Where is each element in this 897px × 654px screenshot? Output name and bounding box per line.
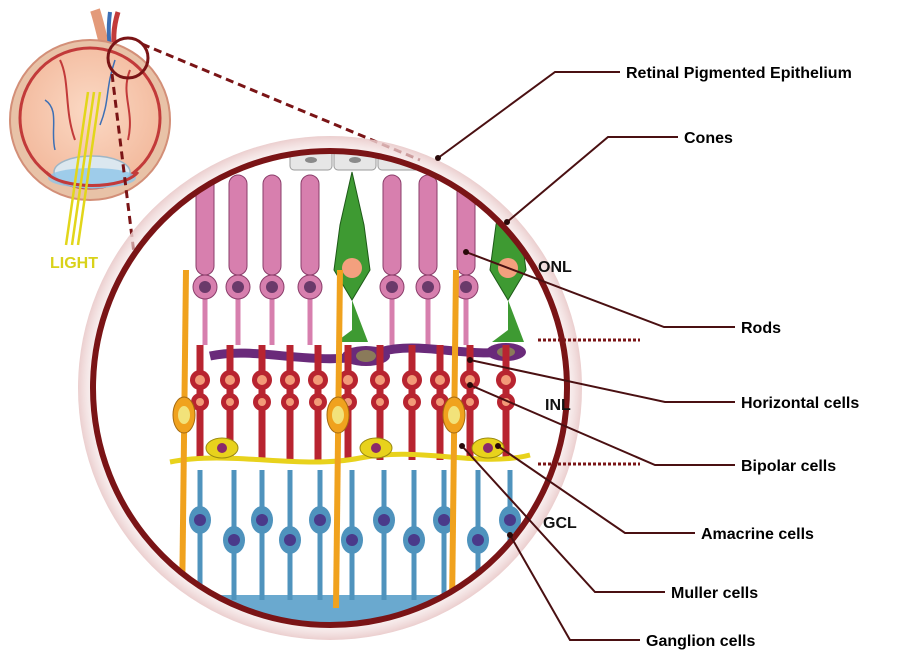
rpe-cell (466, 150, 508, 170)
muller-cell-process (182, 270, 186, 608)
light-label: LIGHT (50, 255, 98, 272)
muller-cell-process (452, 270, 456, 608)
label-cones: Cones (684, 130, 733, 147)
cone-nucleus (342, 258, 362, 278)
label-rods: Rods (741, 320, 781, 337)
muller-cell-process (336, 270, 340, 608)
label-bipolar-cells: Bipolar cells (741, 458, 836, 475)
eyeball-illustration (10, 10, 170, 200)
label-amacrine-cells: Amacrine cells (701, 526, 814, 543)
rpe-cell (510, 150, 552, 170)
rod-outer-segment (419, 175, 437, 275)
layer-label-onl: ONL (538, 259, 572, 276)
layer-label-gcl: GCL (543, 515, 577, 532)
rod-outer-segment (383, 175, 401, 275)
layer-label-inl: INL (545, 397, 571, 414)
label-muller-cells: Muller cells (671, 585, 758, 602)
label-ganglion-cells: Ganglion cells (646, 633, 755, 650)
label-horizontal-cells: Horizontal cells (741, 395, 859, 412)
rod-outer-segment (229, 175, 247, 275)
rod-outer-segment (301, 175, 319, 275)
label-rpe: Retinal Pigmented Epithelium (626, 65, 852, 82)
rod-outer-segment (263, 175, 281, 275)
